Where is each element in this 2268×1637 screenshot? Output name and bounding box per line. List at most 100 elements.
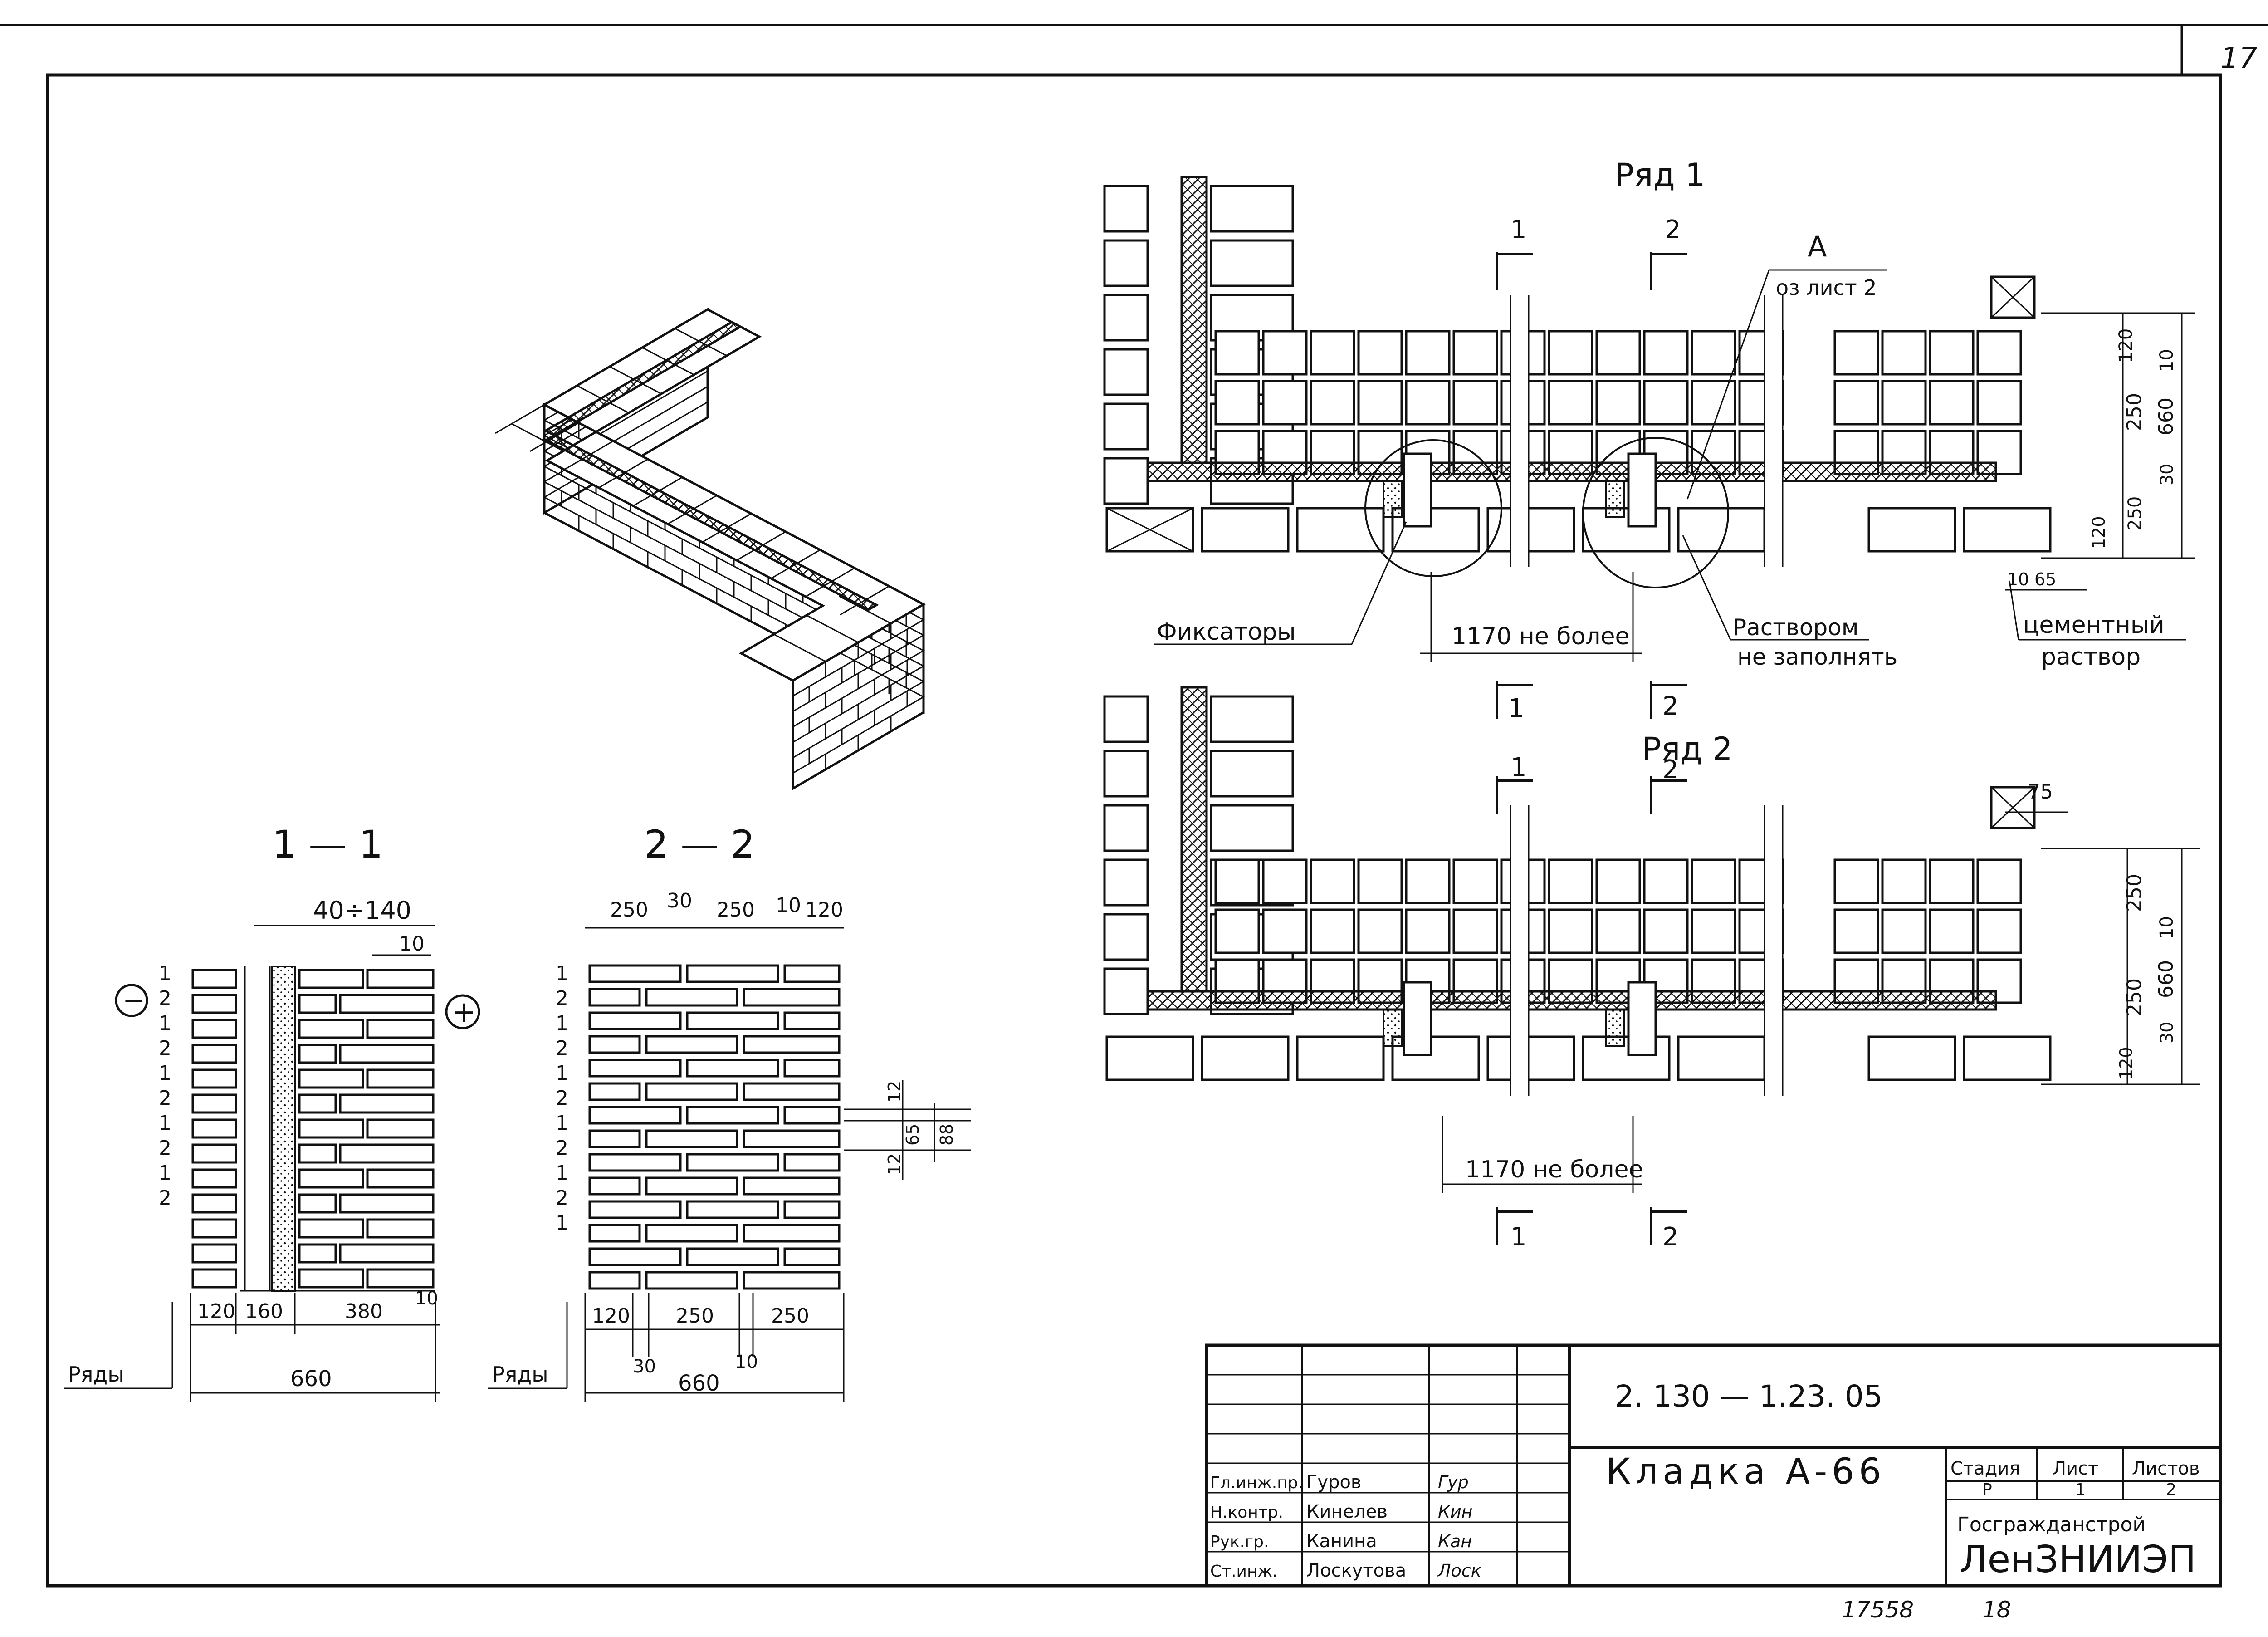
section-2-2-title: 2 — 2 — [644, 822, 755, 867]
plan-course-brick — [1214, 858, 1260, 904]
plan-course-brick — [1833, 380, 1879, 426]
plan-row-2-cut-2-bottom: 2 — [1662, 1222, 1679, 1252]
section-1-1-header-brick — [191, 1019, 237, 1039]
section-2-2-brick — [645, 988, 738, 1007]
plan-course-brick — [1405, 380, 1451, 426]
plan-wall-brick — [1103, 185, 1149, 233]
plan-course-brick — [1262, 330, 1308, 376]
plan-row-1-cut-1-bottom: 1 — [1508, 694, 1525, 723]
plan-break-line — [1764, 295, 1784, 567]
drawing-code: 2. 130 — 1.23. 05 — [1615, 1379, 1883, 1414]
plan-course-brick — [1262, 908, 1308, 954]
plan-course-brick — [1214, 330, 1260, 376]
section-1-1-brick — [298, 969, 364, 989]
plan-course-brick — [1881, 908, 1927, 954]
plan-row-2-dim-75: 75 — [2028, 780, 2053, 804]
plan-break-line — [1510, 295, 1530, 567]
section-1-1-dim-120: 120 — [197, 1300, 235, 1323]
section-1-1-brick — [298, 1193, 337, 1214]
plan-course-brick — [1929, 380, 1975, 426]
signer-name: Гуров — [1306, 1472, 1362, 1493]
section-2-2-brick — [783, 1200, 841, 1219]
section-2-2-dim-250a: 250 — [610, 898, 648, 921]
plan-row-1-bricks — [1103, 176, 2052, 567]
section-1-1-header-brick — [191, 1243, 237, 1264]
section-2-2-row-number: 2 — [556, 1186, 568, 1210]
section-2-2-dim-b120: 120 — [592, 1304, 630, 1328]
plan-row-1-dim-250b: 250 — [2125, 496, 2146, 531]
plan-row-2-cut-1-top: 1 — [1510, 753, 1527, 782]
section-2-2-row-number: 1 — [556, 962, 568, 985]
section-1-1-header-brick — [191, 1268, 237, 1289]
section-1-1-brick — [339, 1243, 435, 1264]
section-1-1-brick — [366, 1168, 435, 1189]
signer-role: Ст.инж. — [1210, 1562, 1277, 1581]
signer-role: Н.контр. — [1210, 1503, 1283, 1522]
plan-course-brick — [1833, 330, 1879, 376]
plan-wall-brick — [1210, 185, 1294, 233]
axo-top-joint — [806, 614, 859, 643]
plan-course-brick — [1548, 330, 1593, 376]
plan-wall-brick — [1103, 457, 1149, 505]
signer-role: Гл.инж.пр. — [1210, 1474, 1303, 1492]
section-1-1-brick — [298, 994, 337, 1014]
section-2-2-row-number: 2 — [556, 1037, 568, 1060]
plan-mortar-horizontal — [1146, 990, 1997, 1011]
plan-course-brick — [1214, 908, 1260, 954]
plan-wall-brick — [1103, 402, 1149, 451]
section-2-2-brick — [588, 1153, 682, 1172]
section-1-1-dim-160: 160 — [245, 1300, 283, 1323]
plan-break-gap — [1765, 801, 1783, 1087]
section-1-1-header-brick — [191, 994, 237, 1014]
section-1-1-brick — [298, 1019, 364, 1039]
plan-row-1-dim-10: 10 — [2156, 349, 2177, 372]
section-2-2-brick — [743, 1176, 841, 1196]
plan-row-2-cut-2-top: 2 — [1662, 755, 1679, 784]
section-1-1-brick — [339, 1193, 435, 1214]
section-2-2-brick — [686, 1059, 779, 1078]
section-2-2-brick — [743, 1082, 841, 1101]
section-2-2-brick — [686, 964, 779, 983]
section-2-2-brick — [645, 1082, 738, 1101]
section-2-2-brick — [686, 1106, 779, 1125]
signer-signature: Гур — [1438, 1472, 1469, 1492]
minus-sign: − — [122, 985, 145, 1016]
section-2-2-dim-10: 10 — [776, 894, 801, 917]
section-1-1-header-brick — [191, 1118, 237, 1139]
plan-course-brick — [1595, 858, 1641, 904]
section-1-1-rows-label: Ряды — [68, 1362, 124, 1387]
plan-row-1-span-label: 1170 не более — [1452, 623, 1630, 650]
plan-course-brick — [1357, 330, 1403, 376]
plan-course-brick — [1643, 908, 1689, 954]
org-name-1: Госгражданстрой — [1957, 1513, 2146, 1536]
plan-course-brick — [1595, 908, 1641, 954]
plan-course-brick — [1643, 858, 1689, 904]
section-2-2-row-number: 1 — [556, 1162, 568, 1185]
plan-fixator — [1627, 452, 1657, 528]
signer-name: Кинелев — [1306, 1501, 1388, 1522]
section-1-1-row-number: 1 — [159, 1112, 171, 1135]
section-1-1-row-number: 1 — [159, 962, 171, 985]
plan-course-brick — [1833, 908, 1879, 954]
axo-top-joint — [839, 595, 891, 624]
section-2-2-brick — [743, 1129, 841, 1148]
section-2-2-brick — [588, 1247, 682, 1266]
plan-row-1-cut-2-bottom: 2 — [1662, 691, 1679, 721]
section-2-2-brick — [783, 964, 841, 983]
plan-wall-brick — [1103, 804, 1149, 852]
plan-bottom-brick — [1963, 1035, 2052, 1081]
plan-course-brick — [1357, 380, 1403, 426]
section-2-2-vdim-65: 65 — [903, 1124, 923, 1146]
section-2-2-brick — [783, 1106, 841, 1125]
section-2-2-brick — [588, 1176, 641, 1196]
plan-course-brick — [1548, 380, 1593, 426]
plan-row-2-dim-30: 30 — [2157, 1022, 2177, 1044]
plan-row-2-bricks — [1103, 686, 2052, 1096]
section-1-1-row-number: 1 — [159, 1062, 171, 1085]
section-1-1-brick — [339, 1044, 435, 1064]
plan-course-brick — [1452, 330, 1498, 376]
plan-break-line — [1764, 805, 1784, 1096]
section-2-2-brick — [743, 1271, 841, 1290]
